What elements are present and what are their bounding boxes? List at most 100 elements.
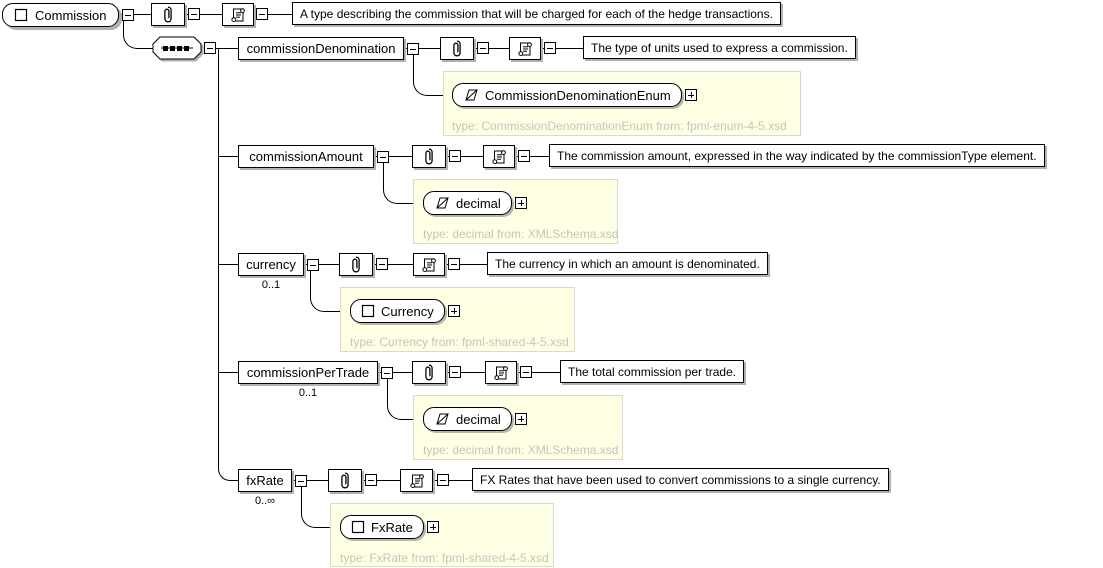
paperclip-attributes-icon: [164, 6, 172, 23]
type-group: CommissionDenominationEnum: [452, 83, 697, 107]
collapse-button[interactable]: [365, 474, 377, 486]
collapse-button[interactable]: [520, 366, 532, 378]
paperclip-attributes-icon: [352, 256, 360, 273]
element-name: fxRate: [246, 473, 284, 488]
root-complextype-box[interactable]: Commission: [2, 3, 119, 27]
collapse-button[interactable]: [448, 258, 460, 270]
cardinality-label: 0..∞: [254, 495, 276, 507]
type-box-CommissionDenominationEnum[interactable]: CommissionDenominationEnum: [452, 83, 682, 107]
element-row: commissionDenomination: [238, 37, 419, 60]
attributes-button[interactable]: [339, 253, 373, 276]
cardinality-label: 0..1: [261, 279, 281, 291]
root-name: Commission: [35, 7, 107, 23]
annotation-scroll-icon: [494, 365, 508, 380]
element-row: commissionAmount: [238, 145, 389, 168]
annotation-scroll-icon: [518, 41, 532, 56]
connector: [120, 14, 315, 15]
collapse-button[interactable]: [121, 9, 134, 21]
element-name: commissionDenomination: [246, 41, 396, 56]
annotation-scroll-icon: [231, 7, 245, 22]
annotation-scroll-icon: [492, 149, 506, 164]
type-name: Currency: [381, 303, 434, 319]
simple-type-icon: [436, 413, 449, 425]
element-name: currency: [246, 257, 296, 272]
attributes-button[interactable]: [412, 361, 446, 384]
element-box-fxRate[interactable]: fxRate: [238, 469, 292, 492]
type-name: FxRate: [371, 519, 413, 535]
attributes-button[interactable]: [328, 469, 362, 492]
root-element-group: Commission: [2, 3, 134, 27]
expand-button[interactable]: [514, 197, 527, 209]
element-row: currency: [238, 253, 319, 276]
type-caption: type: decimal from: XMLSchema.xsd: [423, 227, 619, 241]
type-name: CommissionDenominationEnum: [485, 87, 671, 103]
attributes-button[interactable]: [151, 3, 185, 26]
collapse-button[interactable]: [307, 258, 319, 271]
annotation-text-box[interactable]: The total commission per trade.: [560, 360, 745, 383]
connector-trunk: [218, 48, 219, 469]
collapse-button[interactable]: [544, 42, 556, 54]
collapse-button[interactable]: [437, 474, 449, 486]
annotation-text-box[interactable]: The currency in which an amount is denom…: [487, 252, 768, 275]
complex-type-icon: [14, 8, 28, 22]
connector-elbow: [301, 486, 331, 528]
annotation-text-box[interactable]: The commission amount, expressed in the …: [549, 144, 1045, 167]
type-box-FxRate[interactable]: FxRate: [340, 515, 424, 539]
element-box-commissionPerTrade[interactable]: commissionPerTrade: [238, 361, 378, 384]
collapse-button[interactable]: [376, 258, 388, 270]
collapse-button[interactable]: [381, 366, 393, 379]
annotation-text-box[interactable]: FX Rates that have been used to convert …: [472, 468, 889, 491]
type-caption: type: FxRate from: fpml-shared-4-5.xsd: [340, 551, 549, 565]
type-box-Currency[interactable]: Currency: [350, 299, 445, 323]
type-box-decimal[interactable]: decimal: [423, 407, 512, 431]
type-caption: type: CommissionDenominationEnum from: f…: [452, 119, 787, 133]
sequence-icon[interactable]: [152, 36, 205, 63]
annotation-text-box[interactable]: A type describing the commission that wi…: [292, 2, 781, 25]
attributes-button[interactable]: [440, 37, 474, 60]
type-group: Currency: [350, 299, 460, 323]
expand-button[interactable]: [447, 305, 460, 317]
collapse-button[interactable]: [256, 8, 268, 20]
collapse-button[interactable]: [204, 42, 216, 54]
annotation-text-box[interactable]: The type of units used to express a comm…: [583, 36, 856, 59]
attributes-button[interactable]: [412, 145, 446, 168]
type-caption: type: decimal from: XMLSchema.xsd: [423, 443, 619, 457]
collapse-button[interactable]: [295, 474, 307, 487]
annotation-button[interactable]: [400, 469, 433, 492]
simple-type-icon: [436, 197, 449, 209]
collapse-button[interactable]: [518, 150, 530, 162]
paperclip-attributes-icon: [425, 364, 433, 381]
annotation-scroll-icon: [409, 473, 424, 488]
element-box-currency[interactable]: currency: [238, 253, 304, 276]
type-name: decimal: [456, 195, 501, 211]
connector-elbow: [413, 54, 444, 96]
type-group: decimal: [423, 191, 527, 215]
paperclip-attributes-icon: [453, 40, 461, 57]
connector-elbow: [310, 270, 341, 312]
collapse-button[interactable]: [449, 366, 461, 378]
element-row: fxRate: [238, 469, 307, 492]
annotation-button[interactable]: [222, 3, 254, 26]
simple-type-icon: [465, 89, 478, 101]
expand-button[interactable]: [514, 413, 527, 425]
element-box-commissionDenomination[interactable]: commissionDenomination: [238, 37, 404, 60]
collapse-button[interactable]: [449, 150, 461, 162]
expand-button[interactable]: [426, 521, 439, 533]
element-box-commissionAmount[interactable]: commissionAmount: [238, 145, 374, 168]
collapse-button[interactable]: [477, 42, 489, 54]
type-box-decimal[interactable]: decimal: [423, 191, 512, 215]
type-group: FxRate: [340, 515, 439, 539]
collapse-button[interactable]: [377, 150, 389, 163]
connector: [218, 372, 580, 373]
collapse-button[interactable]: [407, 42, 419, 55]
annotation-button[interactable]: [509, 37, 541, 60]
annotation-button[interactable]: [413, 253, 445, 276]
expand-button[interactable]: [684, 89, 697, 101]
collapse-button[interactable]: [188, 8, 200, 20]
annotation-button[interactable]: [485, 361, 517, 384]
connector-elbow: [387, 378, 414, 420]
connector-elbow: [383, 162, 414, 204]
annotation-button[interactable]: [483, 145, 515, 168]
type-group: decimal: [423, 407, 527, 431]
